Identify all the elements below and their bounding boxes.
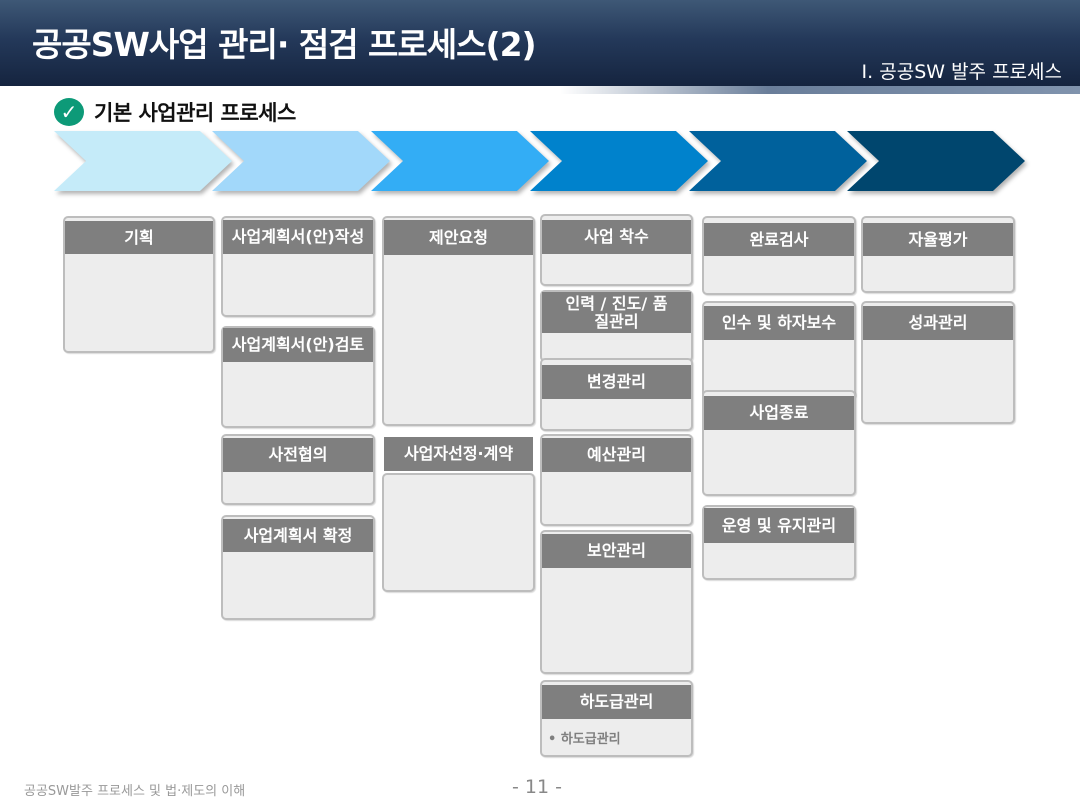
- process-chevron-6: [847, 131, 1025, 191]
- section-heading: ✓ 기본 사업관리 프로세스: [54, 97, 296, 127]
- chevron-fill: [54, 131, 232, 191]
- card-staff-progress: 인력 / 진도/ 품질관리: [540, 290, 693, 362]
- card-operation: 운영 및 유지관리: [702, 505, 856, 580]
- card-change: 변경관리: [540, 358, 693, 431]
- card-performance: 성과관리: [861, 301, 1015, 424]
- card-header: 완료검사: [704, 223, 854, 256]
- footer-text: 공공SW발주 프로세스 및 법·제도의 이해: [24, 784, 246, 799]
- card-subcontract: 하도급관리 • 하도급관리: [540, 680, 693, 757]
- card-header: 기획: [65, 221, 213, 254]
- card-header: 운영 및 유지관리: [704, 508, 854, 543]
- card-header: 사업계획서(안)검토: [223, 328, 373, 362]
- chevron-fill: [212, 131, 390, 191]
- card-acceptance: 인수 및 하자보수: [702, 301, 856, 399]
- card-header: 성과관리: [863, 306, 1013, 340]
- process-chevron-1: [54, 131, 232, 191]
- chevron-fill: [847, 131, 1025, 191]
- card-vendor-select-body: [382, 473, 535, 592]
- card-header: 제안요청: [384, 220, 533, 255]
- process-chevron-2: [212, 131, 390, 191]
- page-number: - 11 -: [512, 776, 562, 798]
- process-chevron-3: [371, 131, 549, 191]
- card-header: 보안관리: [542, 534, 691, 568]
- card-header: 예산관리: [542, 438, 691, 472]
- card-plan: 기획: [63, 216, 215, 353]
- card-bullet-item: • 하도급관리: [548, 732, 621, 747]
- header-accent-line: [560, 86, 1080, 94]
- check-icon: ✓: [54, 98, 84, 126]
- card-draft-review: 사업계획서(안)검토: [221, 326, 375, 428]
- card-header: 사업종료: [704, 396, 854, 430]
- card-self-eval: 자율평가: [861, 216, 1015, 293]
- card-header: 인수 및 하자보수: [704, 306, 854, 340]
- section-title: 기본 사업관리 프로세스: [94, 101, 296, 125]
- card-kickoff: 사업 착수: [540, 214, 693, 286]
- header-bar: [0, 0, 1080, 86]
- card-security: 보안관리: [540, 530, 693, 674]
- chevron-fill: [530, 131, 708, 191]
- process-chevron-5: [689, 131, 867, 191]
- card-rfp: 제안요청: [382, 216, 535, 426]
- card-pre-consult: 사전협의: [221, 434, 375, 505]
- card-header: 인력 / 진도/ 품질관리: [542, 292, 691, 333]
- process-chevron-4: [530, 131, 708, 191]
- card-header: 사업계획서(안)작성: [223, 220, 373, 254]
- card-header: 사업계획서 확정: [223, 519, 373, 552]
- chevron-fill: [689, 131, 867, 191]
- card-budget: 예산관리: [540, 434, 693, 526]
- card-header: 하도급관리: [542, 685, 691, 719]
- card-plan-confirm: 사업계획서 확정: [221, 515, 375, 620]
- card-header: 자율평가: [863, 223, 1013, 256]
- card-inspection: 완료검사: [702, 216, 856, 295]
- page-title: 공공SW사업 관리· 점검 프로세스(2): [32, 25, 537, 64]
- card-closure: 사업종료: [702, 390, 856, 496]
- card-vendor-select-header: 사업자선정·계약: [384, 437, 533, 471]
- chevron-fill: [371, 131, 549, 191]
- chapter-subtitle: Ⅰ. 공공SW 발주 프로세스: [861, 61, 1062, 83]
- card-draft-write: 사업계획서(안)작성: [221, 216, 375, 317]
- card-header: 사전협의: [223, 438, 373, 472]
- card-header: 사업 착수: [542, 220, 691, 254]
- card-header: 변경관리: [542, 365, 691, 399]
